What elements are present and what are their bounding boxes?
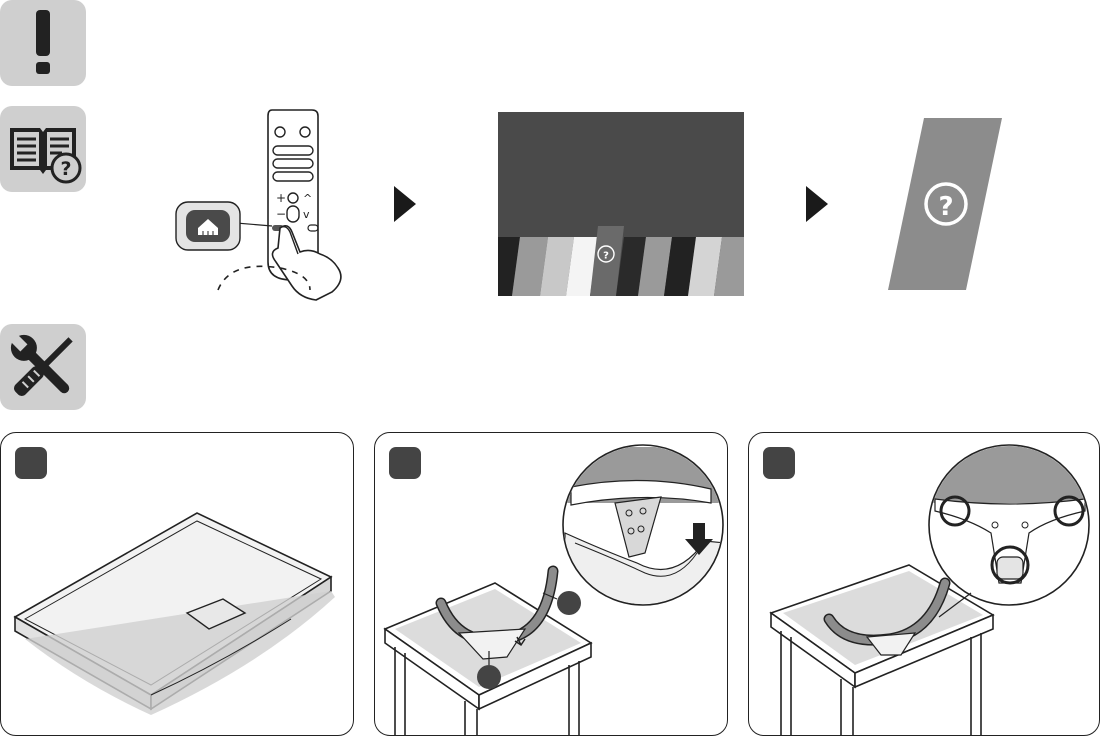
step-panel-3 <box>748 432 1100 736</box>
tv-screen: ? <box>498 112 744 296</box>
caution-icon <box>0 0 86 86</box>
manual-help-icon: ? <box>0 106 86 192</box>
remote-illustration: + ^ − v <box>160 102 360 302</box>
svg-text:?: ? <box>603 251 609 262</box>
next-arrow-icon <box>806 186 828 222</box>
next-arrow-icon <box>394 186 416 222</box>
tools-icon <box>0 324 86 410</box>
help-card: ? <box>886 118 1004 292</box>
svg-text:^: ^ <box>303 192 312 205</box>
step-panel-2 <box>374 432 728 736</box>
svg-text:−: − <box>276 207 286 221</box>
svg-text:?: ? <box>60 158 71 180</box>
step-panel-1 <box>0 432 354 736</box>
svg-text:+: + <box>276 191 286 205</box>
svg-text:?: ? <box>938 192 953 222</box>
svg-text:v: v <box>303 208 310 221</box>
